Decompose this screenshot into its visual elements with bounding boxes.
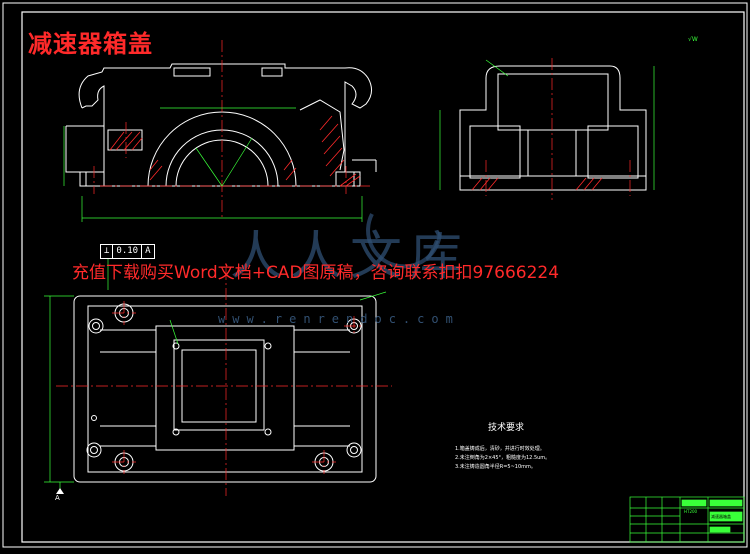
plan-housing-wall	[155, 325, 295, 451]
datum-triangle-icon	[56, 488, 64, 494]
tolerance-value: 0.10	[113, 245, 143, 258]
plan-rib-lines-2	[100, 351, 350, 427]
tolerance-datum: A	[145, 246, 151, 256]
bolt-hole-bl-inner	[90, 446, 98, 454]
tb-fill-1	[681, 499, 707, 507]
hatch-right-flange	[339, 173, 361, 187]
plan-view	[73, 295, 377, 483]
side-view-outline	[459, 65, 647, 191]
title-block-name: 减速器箱盖	[711, 514, 731, 519]
cover-screw-tl	[172, 342, 180, 350]
hatch-right-wall	[319, 115, 345, 177]
title-block-material: HT200	[684, 509, 698, 514]
plan-leader-cover	[169, 319, 179, 345]
title-block-frame	[629, 496, 745, 543]
watermark-logo-icon	[366, 213, 442, 269]
watermark-url: www.renrendoc.com	[218, 312, 460, 326]
bolt-hole-br-outer	[346, 442, 362, 458]
tolerance-symbol: ⊥	[101, 245, 114, 258]
bearing-arc-outer	[147, 111, 297, 187]
tech-requirements-title: 技术要求	[488, 423, 525, 433]
bolt-hole-tl-outer	[88, 318, 104, 334]
plan-view-centerlines	[56, 268, 392, 496]
cover-screw-br	[264, 428, 272, 436]
bolt-hole-tl-inner	[92, 322, 100, 330]
cover-screw-tr	[264, 342, 272, 350]
front-view-centerlines	[93, 40, 370, 220]
cover-screw-bl	[172, 428, 180, 436]
front-view-hatching	[109, 115, 361, 187]
inspection-hole-top	[173, 67, 211, 77]
hatch-bearing	[149, 159, 297, 181]
left-bearing-boss	[107, 129, 143, 151]
hatch-left-boss	[109, 131, 143, 151]
tb-fill-name	[709, 511, 743, 522]
bolt-hole-bl-outer	[86, 442, 102, 458]
plan-rib-lines	[100, 329, 350, 447]
datum-label: A	[55, 494, 60, 502]
bearing-arc-inner	[165, 129, 279, 187]
left-lug	[81, 85, 105, 126]
plan-inspection-hole-outer	[173, 339, 265, 431]
top-boss	[261, 67, 283, 77]
plan-leader-right	[359, 291, 387, 301]
drawing-title: 减速器箱盖	[28, 29, 153, 58]
front-body-outline	[79, 98, 361, 187]
side-view-dimensions	[439, 59, 655, 190]
tech-requirement-item: 3.未注铸造圆角半径R=5~10mm。	[455, 464, 536, 470]
bolt-hole-br-inner	[350, 446, 358, 454]
front-view-dimensions	[63, 107, 363, 222]
hatch-side-right	[575, 177, 603, 191]
tb-fill-3	[709, 526, 731, 533]
side-right-pocket	[587, 125, 639, 179]
roughness-symbol: √W	[688, 36, 698, 43]
pin-hole-left	[91, 415, 97, 421]
side-leader	[485, 59, 509, 77]
inner-drawing-frame	[21, 11, 745, 543]
side-view-centerlines	[485, 58, 631, 200]
bearing-radius-leader-2	[195, 147, 223, 187]
tb-fill-2	[709, 499, 743, 507]
title-block	[629, 496, 745, 543]
hatch-side-left	[471, 177, 499, 191]
watermark-ring	[366, 213, 442, 269]
bearing-radius-leader	[221, 137, 253, 187]
watermark-text: 人人文库	[230, 227, 471, 287]
front-view	[65, 63, 377, 187]
tech-requirement-item: 2.未注倒角为2×45°，粗糙度为12.5um。	[455, 455, 551, 461]
side-view-hatching	[471, 177, 603, 191]
right-bolt-hole-section	[335, 171, 355, 187]
side-view	[459, 65, 647, 191]
left-flange	[65, 125, 104, 173]
geometric-tolerance-frame: ⊥ 0.10 A	[100, 244, 155, 259]
plan-inner-outline	[87, 305, 363, 473]
left-bolt-hole-section	[85, 171, 105, 187]
plan-outer-outline	[73, 295, 377, 483]
side-inner-top	[497, 73, 609, 131]
tech-requirement-item: 1.箱盖铸成后，清砂，并进行时效处理。	[455, 446, 545, 452]
plan-view-dimensions	[44, 258, 387, 494]
side-left-pocket	[469, 125, 521, 179]
right-section-line	[299, 99, 345, 171]
promo-banner: 充值下载购买Word文档+CAD图原稿，咨询联系扣扣97666224	[72, 263, 560, 283]
front-top-outline	[78, 63, 372, 109]
